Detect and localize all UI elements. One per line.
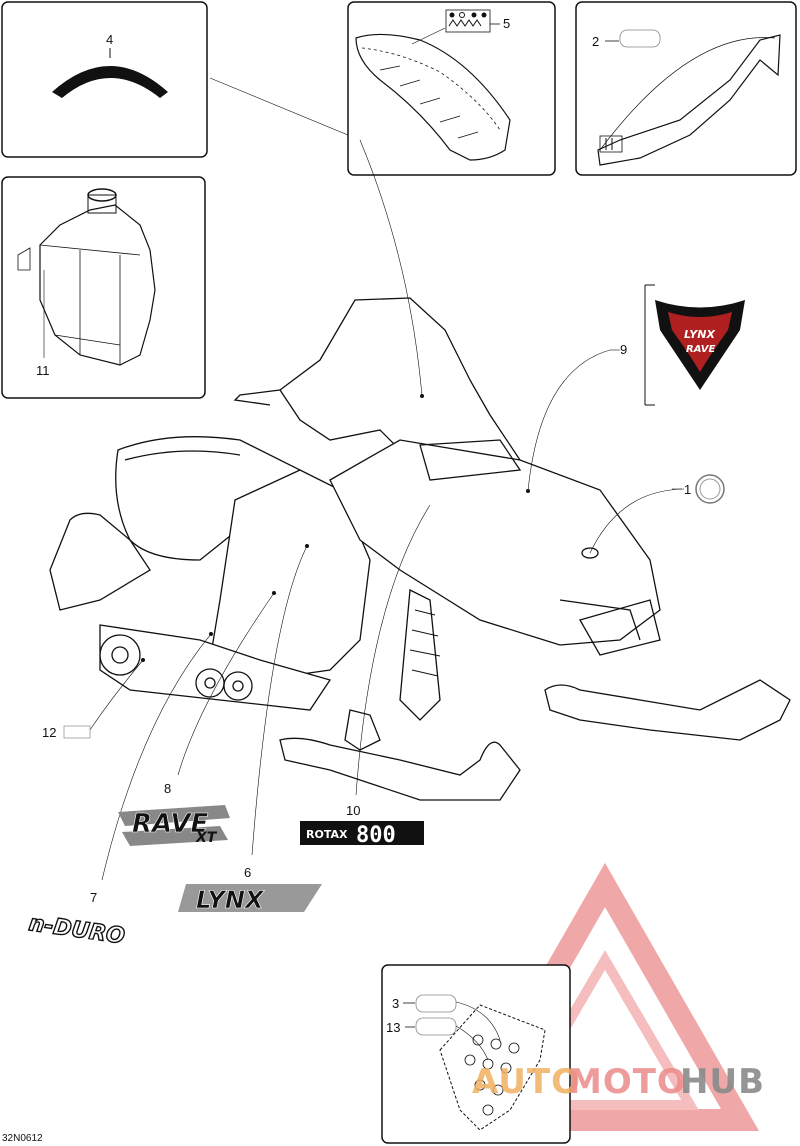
decal-8-xt: XT bbox=[195, 830, 218, 846]
callout-8: 8 bbox=[164, 781, 171, 796]
decal-9: LYNX RAVE 9 bbox=[620, 284, 745, 406]
callout-4: 4 bbox=[106, 32, 113, 47]
decal-10-rotax: ROTAX bbox=[306, 828, 348, 841]
leader-lines bbox=[89, 139, 685, 881]
detail-box-11: 11 bbox=[1, 176, 206, 399]
detail-box-5: 5 bbox=[347, 1, 556, 176]
snowmobile-illustration bbox=[49, 297, 791, 801]
callout-10: 10 bbox=[346, 803, 360, 818]
callout-6: 6 bbox=[244, 865, 251, 880]
watermark-hub: HUB bbox=[680, 1062, 765, 1102]
label-12: 12 bbox=[42, 725, 91, 740]
watermark-auto: AUTO bbox=[472, 1062, 581, 1102]
diagram-code: 32N0612 bbox=[2, 1133, 43, 1144]
callout-12: 12 bbox=[42, 725, 56, 740]
decal-7: 7 n-DURO bbox=[26, 890, 127, 950]
decal-9-rave: RAVE bbox=[686, 344, 716, 355]
watermark-text: AUTO MOTO HUB bbox=[472, 1062, 765, 1102]
decal-6: 6 LYNX bbox=[178, 865, 322, 914]
callout-1: 1 bbox=[684, 482, 691, 497]
detail-box-4: 4 bbox=[1, 1, 361, 158]
decal-8: 8 RAVE XT bbox=[118, 781, 230, 846]
callout-7: 7 bbox=[90, 890, 97, 905]
callout-5: 5 bbox=[503, 16, 510, 31]
decal-6-lynx: LYNX bbox=[196, 886, 265, 914]
callout-13: 13 bbox=[386, 1020, 400, 1035]
detail-box-3-13: 3 13 bbox=[381, 964, 571, 1144]
decal-9-lynx: LYNX bbox=[684, 328, 715, 341]
watermark-moto: MOTO bbox=[568, 1062, 687, 1102]
callout-2: 2 bbox=[592, 34, 599, 49]
decal-10-800: 800 bbox=[356, 823, 396, 848]
decal-10: 10 ROTAX 800 bbox=[300, 803, 424, 848]
detail-box-2: 2 bbox=[575, 1, 797, 176]
decal-7-nduro: n-DURO bbox=[27, 911, 126, 949]
decal-8-rave: RAVE bbox=[132, 809, 209, 839]
emblem-1: 1 bbox=[684, 474, 725, 504]
callout-11: 11 bbox=[36, 363, 50, 378]
callout-3: 3 bbox=[392, 996, 399, 1011]
callout-9: 9 bbox=[620, 342, 627, 357]
